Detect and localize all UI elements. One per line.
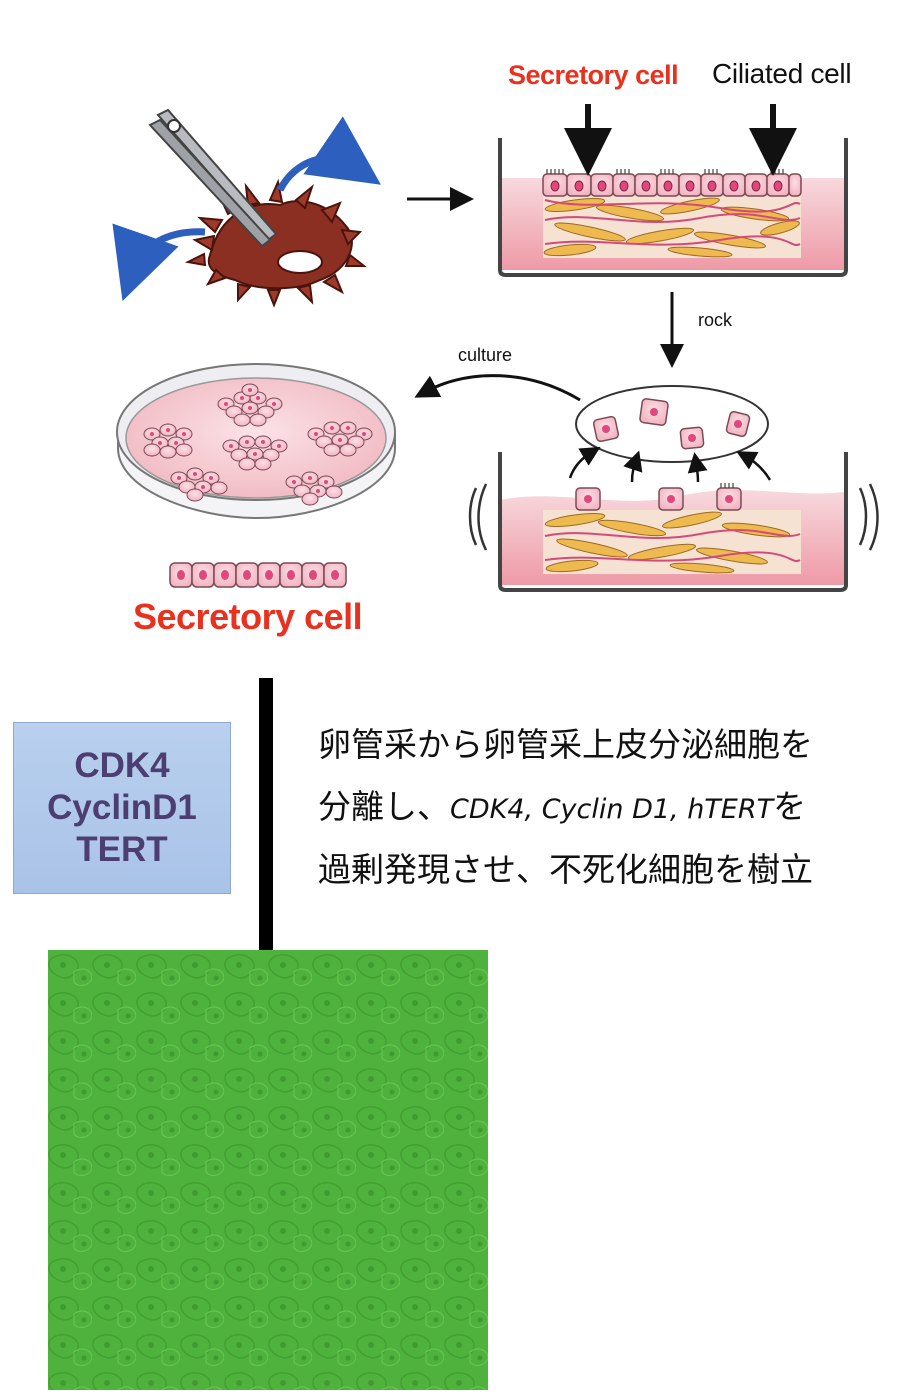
culture-arrow [414, 374, 581, 402]
petri-dish [116, 363, 396, 520]
culture-well-shaking [468, 446, 879, 592]
ciliated-cell-label: Ciliated cell [712, 58, 852, 89]
description-line-1: 卵管采から卵管采上皮分泌細胞を [318, 725, 813, 764]
scissors-icon [148, 108, 278, 248]
description-line-3: 過剰発現させ、不死化細胞を樹立 [318, 850, 813, 889]
microscopy-image [48, 950, 488, 1390]
secretory-cell-row [169, 562, 347, 588]
gene-tert: TERT [76, 830, 168, 869]
secretory-cell-label-top: Secretory cell [508, 60, 679, 90]
description-line-2-prefix: 分離し、 [318, 787, 450, 826]
gene-box: CDK4 CyclinD1 TERT [13, 722, 231, 894]
curved-arrow-left [112, 223, 206, 302]
fimbria-tissue [184, 178, 367, 308]
main-arrow-shaft [259, 678, 273, 988]
released-cells [575, 385, 769, 463]
gene-cyclind1: CyclinD1 [47, 788, 197, 827]
culture-well-top [498, 138, 848, 277]
rock-label: rock [698, 310, 733, 330]
description-gene-list: CDK4, Cyclin D1, hTERT [450, 794, 774, 825]
secretory-cell-label-bottom: Secretory cell [133, 596, 363, 637]
culture-label: culture [458, 345, 513, 365]
description-line-2: 分離し、CDK4, Cyclin D1, hTERTを [318, 780, 806, 828]
description-line-2-suffix: を [773, 787, 807, 826]
curved-arrow-right [276, 116, 381, 192]
gene-cdk4: CDK4 [74, 746, 170, 785]
